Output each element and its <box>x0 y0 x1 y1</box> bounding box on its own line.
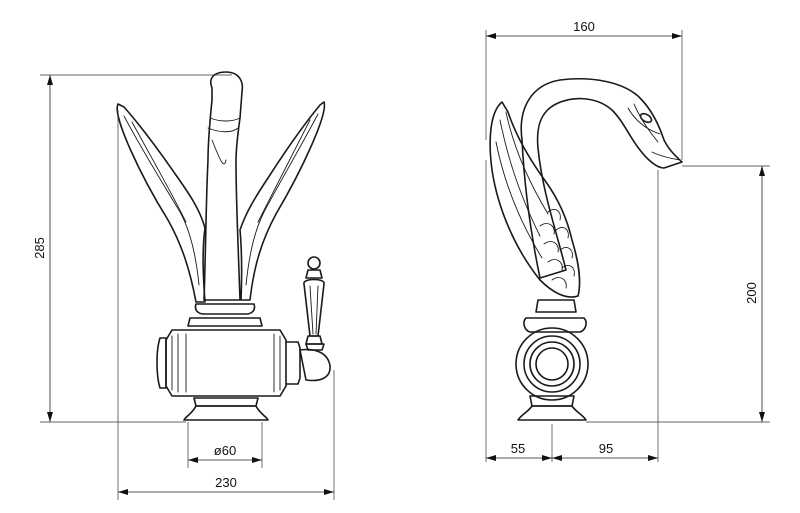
side-head-detail <box>627 107 661 135</box>
front-collar-ring <box>187 317 263 327</box>
side-wing-feather <box>499 119 541 237</box>
front-width-label: 230 <box>215 475 237 490</box>
base-diameter-label: ø60 <box>214 443 236 458</box>
side-head-cheek <box>633 103 659 143</box>
side-dimensions: 160 200 55 95 <box>485 19 770 462</box>
front-crystal-finial <box>307 256 321 270</box>
side-wing-scale <box>559 247 573 259</box>
side-eye <box>639 112 653 124</box>
side-body-ring <box>523 335 581 393</box>
side-wing-scale <box>555 227 569 239</box>
front-neck-detail <box>209 117 241 122</box>
side-width-label: 160 <box>573 19 595 34</box>
front-neck-detail <box>207 127 239 133</box>
side-view <box>489 78 683 421</box>
spout-reach-label: 95 <box>599 441 613 456</box>
side-wing-scale <box>547 209 561 221</box>
front-crystal-facet <box>309 285 314 335</box>
front-swan-neck <box>203 71 244 301</box>
front-body <box>165 329 287 397</box>
side-collar <box>535 299 577 313</box>
side-wing-scale <box>539 223 555 235</box>
base-offset-label: 55 <box>511 441 525 456</box>
front-right-wing-feather <box>257 119 311 223</box>
side-body-outer <box>515 327 589 401</box>
front-crystal-collar <box>305 335 323 345</box>
front-dimensions: 285 ø60 230 <box>32 74 335 500</box>
front-left-wing <box>116 103 206 303</box>
side-wing-feather <box>505 111 549 215</box>
front-left-wing-feather <box>131 121 187 223</box>
front-crystal-facet <box>315 285 319 335</box>
side-base-neck <box>529 395 575 407</box>
side-wing-scale <box>561 265 575 277</box>
front-handle-knob <box>299 348 331 382</box>
side-wing <box>489 101 581 298</box>
front-right-wing <box>239 101 326 301</box>
side-wing-scale <box>547 259 563 271</box>
front-crystal-cap <box>305 269 323 279</box>
front-collar <box>194 303 256 315</box>
side-body-center <box>535 347 569 381</box>
side-wing-scale <box>551 277 567 289</box>
front-crystal-handle <box>303 278 325 337</box>
side-body-ring-inner <box>529 341 575 387</box>
front-left-wing-feather <box>123 115 200 286</box>
front-body-right-cap <box>285 341 301 385</box>
side-wing-feather <box>495 141 543 259</box>
front-base-neck <box>193 397 259 407</box>
side-wing-scale <box>543 241 559 253</box>
side-beak-line <box>651 151 681 161</box>
spout-height-label: 200 <box>744 282 759 304</box>
front-right-wing-feather <box>245 113 319 286</box>
side-swan-neck <box>520 78 683 279</box>
front-body-left-ring <box>156 337 167 389</box>
side-collar-band <box>523 317 587 333</box>
front-height-label: 285 <box>32 237 47 259</box>
front-view <box>116 71 331 421</box>
side-base-foot <box>517 405 587 421</box>
front-base-foot <box>183 405 269 421</box>
front-neck-detail <box>211 139 227 165</box>
